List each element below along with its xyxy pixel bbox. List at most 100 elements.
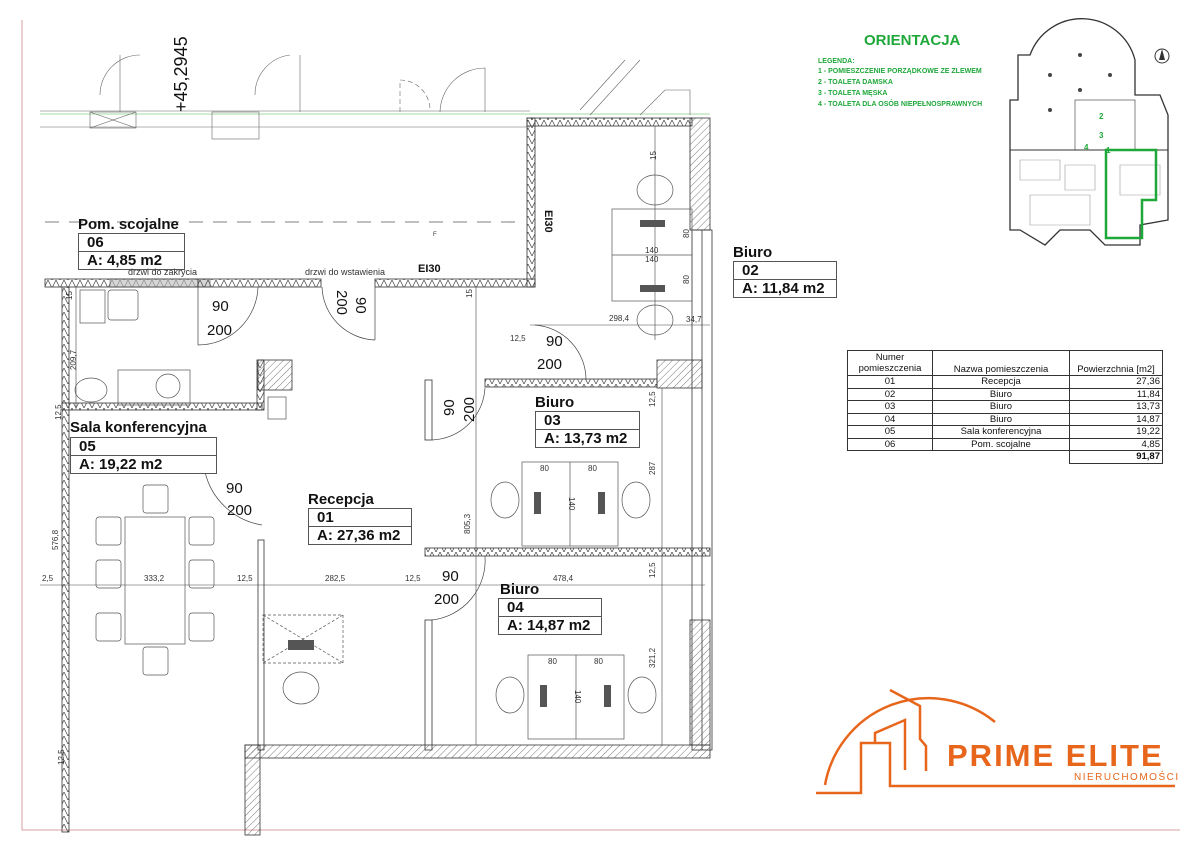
room-name-06: Pom. scojalne [78,216,179,233]
dimension: 298,4 [609,314,630,323]
mini-plan-label: 3 [1099,131,1104,140]
room-name-04: Biuro [500,581,540,598]
door-width: 90 [352,297,369,314]
legend-item: 3 - TOALETA MĘSKA [818,90,888,97]
note-door-cover: drzwi do zakrycia [128,267,198,277]
mini-plan-label: 4 [1084,143,1089,152]
mini-plan-label: 2 [1099,112,1104,121]
room-area: A: 27,36 m2 [309,526,411,544]
room-area: A: 13,73 m2 [536,429,639,447]
door-height: 200 [333,290,350,316]
logo-tagline: NIERUCHOMOŚCI [1074,772,1180,783]
cell: 02 [847,387,933,401]
cell: Sala konferencyjna [932,425,1070,439]
dimension: 140 [567,497,576,511]
dimension: 478,4 [553,574,574,583]
dimension: 282,5 [325,574,346,583]
cell: 14,87 [1069,412,1163,426]
door-width: 90 [226,480,243,497]
dimension: 15 [649,151,658,160]
dimension: 12,5 [648,562,657,578]
door-width: 90 [442,568,459,585]
legend-title: LEGENDA: [818,58,855,65]
door-height: 200 [537,356,563,373]
door-width: 90 [546,333,563,350]
logo-name: PRIME ELITE [947,738,1164,773]
table-header: Nazwa pomieszczenia [932,350,1070,376]
room-name-05: Sala konferencyjna [70,419,207,436]
room-number: 02 [742,262,759,279]
table-total-row: 91,87 [848,450,1163,464]
room-tag-04: 04 A: 14,87 m2 [498,598,602,635]
legend-item: 1 - POMIESZCZENIE PORZĄDKOWE ZE ZLEWEM [818,68,982,75]
dimension: 2,5 [42,574,54,583]
room-number: 04 [507,599,524,616]
dimension: 12,5 [405,574,421,583]
level-marker: +45,2945 [171,36,191,112]
dimension: 805,3 [463,513,472,534]
dimension: 80 [548,657,557,666]
room-name-01: Recepcja [308,491,374,508]
room-area: A: 11,84 m2 [734,279,836,297]
total-area: 91,87 [1069,450,1163,464]
room-tag-02: 02 A: 11,84 m2 [733,261,837,298]
dimension: 140 [645,246,659,255]
table-header: Powierzchnia [m2] [1069,350,1163,376]
dimension: 80 [682,229,691,238]
table-header: Numer pomieszczenia [847,350,933,376]
cell: 4,85 [1069,437,1163,451]
mini-plan-label: 1 [1106,146,1111,155]
room-area: A: 14,87 m2 [499,616,601,634]
cell: Biuro [932,412,1070,426]
cell: 27,36 [1069,375,1163,389]
door-width: 90 [441,399,458,416]
room-number: 05 [79,438,96,455]
dimension: 12,5 [510,334,526,343]
cell: Biuro [932,400,1070,414]
room-number: 03 [544,412,561,429]
cell: 11,84 [1069,387,1163,401]
fire-rating-label-vertical: EI30 [542,210,554,233]
cell: 06 [847,437,933,451]
dimension: 80 [682,275,691,284]
dimension: 34,7 [686,315,702,324]
cell: 19,22 [1069,425,1163,439]
room-name-03: Biuro [535,394,575,411]
cell: Recepcja [932,375,1070,389]
legend-item: 4 - TOALETA DLA OSÓB NIEPEŁNOSPRAWNYCH [818,101,983,108]
dimension: 333,2 [144,574,165,583]
dimension: 321,2 [648,647,657,668]
dimension: 15 [65,291,74,300]
dimension: 12,5 [237,574,253,583]
room-tag-06: 06 A: 4,85 m2 [78,233,185,270]
dimension: 209,7 [69,349,78,370]
orientation-title: ORIENTACJA [864,32,961,49]
cell: Biuro [932,387,1070,401]
room-tag-03: 03 A: 13,73 m2 [535,411,640,448]
dimension: 12,5 [57,749,66,765]
dimension: 140 [645,255,659,264]
dimension: 80 [588,464,597,473]
note-door-insert: drzwi do wstawienia [305,267,386,277]
room-number: 01 [317,509,334,526]
room-area-table: Numer pomieszczenia Nazwa pomieszczenia … [847,350,1163,464]
door-width: 90 [212,298,229,315]
dimension: 12,5 [54,404,63,420]
room-area: A: 19,22 m2 [71,455,216,473]
cell: 05 [847,425,933,439]
room-number: 06 [87,234,104,251]
room-tag-05: 05 A: 19,22 m2 [70,437,217,474]
dimension: 140 [573,690,582,704]
room-tag-01: 01 A: 27,36 m2 [308,508,412,545]
logo-graphic [816,688,1175,795]
door-height: 200 [207,322,233,339]
door-height: 200 [227,502,253,519]
dimension: 80 [594,657,603,666]
cell: 01 [847,375,933,389]
